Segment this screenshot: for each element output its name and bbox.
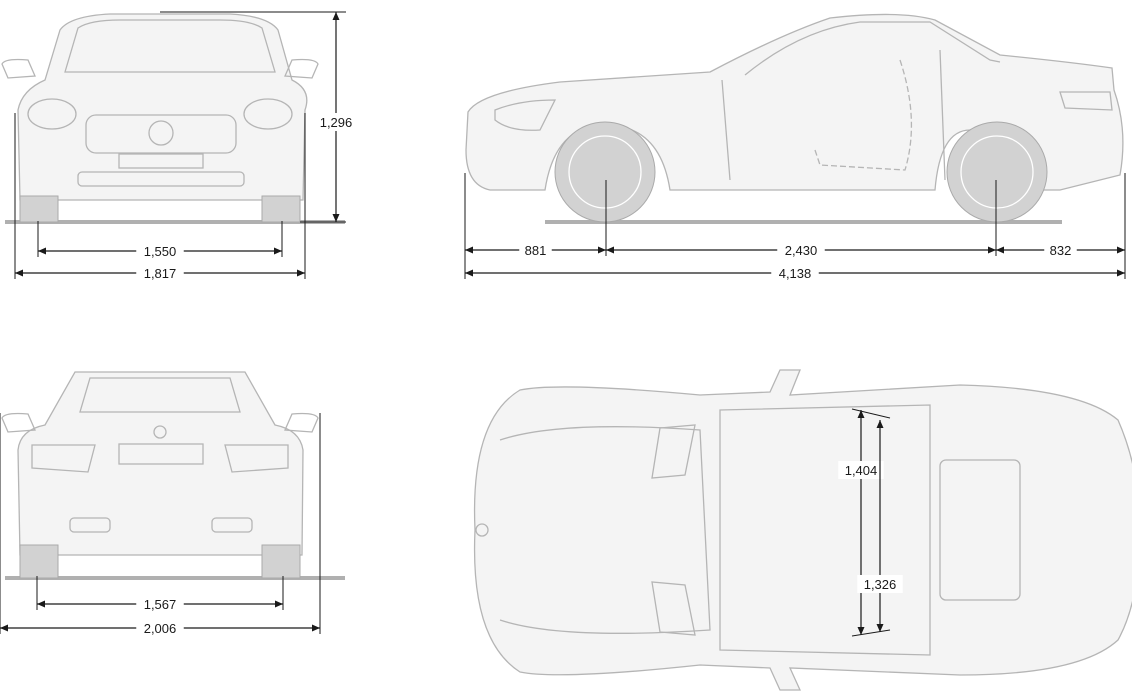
front-overhang-dimension-label: 881	[525, 243, 547, 258]
length-dimension: 4,138	[464, 173, 1126, 281]
arrowhead	[15, 269, 23, 277]
elbow-width-dimension: 1,326	[857, 420, 903, 632]
wheelbase-dimension: 2,430	[605, 220, 997, 258]
arrowhead	[38, 247, 46, 255]
arrowhead	[1117, 246, 1125, 254]
front-view-car	[1, 13, 345, 224]
front-height-dimension: 1,296	[313, 12, 359, 222]
rear-width-dimension-label: 2,006	[144, 621, 177, 636]
arrowhead	[857, 410, 865, 418]
shoulder-width-dimension-label: 1,404	[845, 463, 878, 478]
arrowhead	[1117, 269, 1125, 277]
arrowhead	[332, 214, 340, 222]
wheelbase-dimension-label: 2,430	[785, 243, 818, 258]
length-dimension-label: 4,138	[779, 266, 812, 281]
arrowhead	[275, 600, 283, 608]
front-width-dimension: 1,817	[14, 113, 306, 281]
rear-view-car	[1, 371, 345, 580]
arrowhead	[274, 247, 282, 255]
arrowhead	[606, 246, 614, 254]
arrowhead	[996, 246, 1004, 254]
front-track-dimension: 1,550	[37, 221, 283, 259]
arrowhead	[876, 420, 884, 428]
arrowhead	[598, 246, 606, 254]
side-view-car	[465, 13, 1124, 224]
rear-overhang-dimension-label: 832	[1050, 243, 1072, 258]
arrowhead	[988, 246, 996, 254]
front-width-dimension-label: 1,817	[144, 266, 177, 281]
arrowhead	[332, 12, 340, 20]
elbow-width-dimension-label: 1,326	[864, 577, 897, 592]
arrowhead	[0, 624, 8, 632]
arrowhead	[876, 624, 884, 632]
rear-track-dimension-label: 1,567	[144, 597, 177, 612]
front-height-dimension-label: 1,296	[320, 115, 353, 130]
arrowhead	[465, 269, 473, 277]
top-view-car	[473, 369, 1132, 691]
dimension-lines: 1,296 1,550 1,817 881 2,430 832 4,138 1,567 2,00…	[0, 11, 1126, 637]
arrowhead	[297, 269, 305, 277]
rear-track-dimension: 1,567	[36, 576, 284, 612]
shoulder-width-dimension: 1,404	[838, 410, 884, 635]
rear-width-dimension: 2,006	[0, 413, 321, 636]
arrowhead	[312, 624, 320, 632]
arrowhead	[465, 246, 473, 254]
arrowhead	[857, 627, 865, 635]
arrowhead	[37, 600, 45, 608]
front-track-dimension-label: 1,550	[144, 244, 177, 259]
